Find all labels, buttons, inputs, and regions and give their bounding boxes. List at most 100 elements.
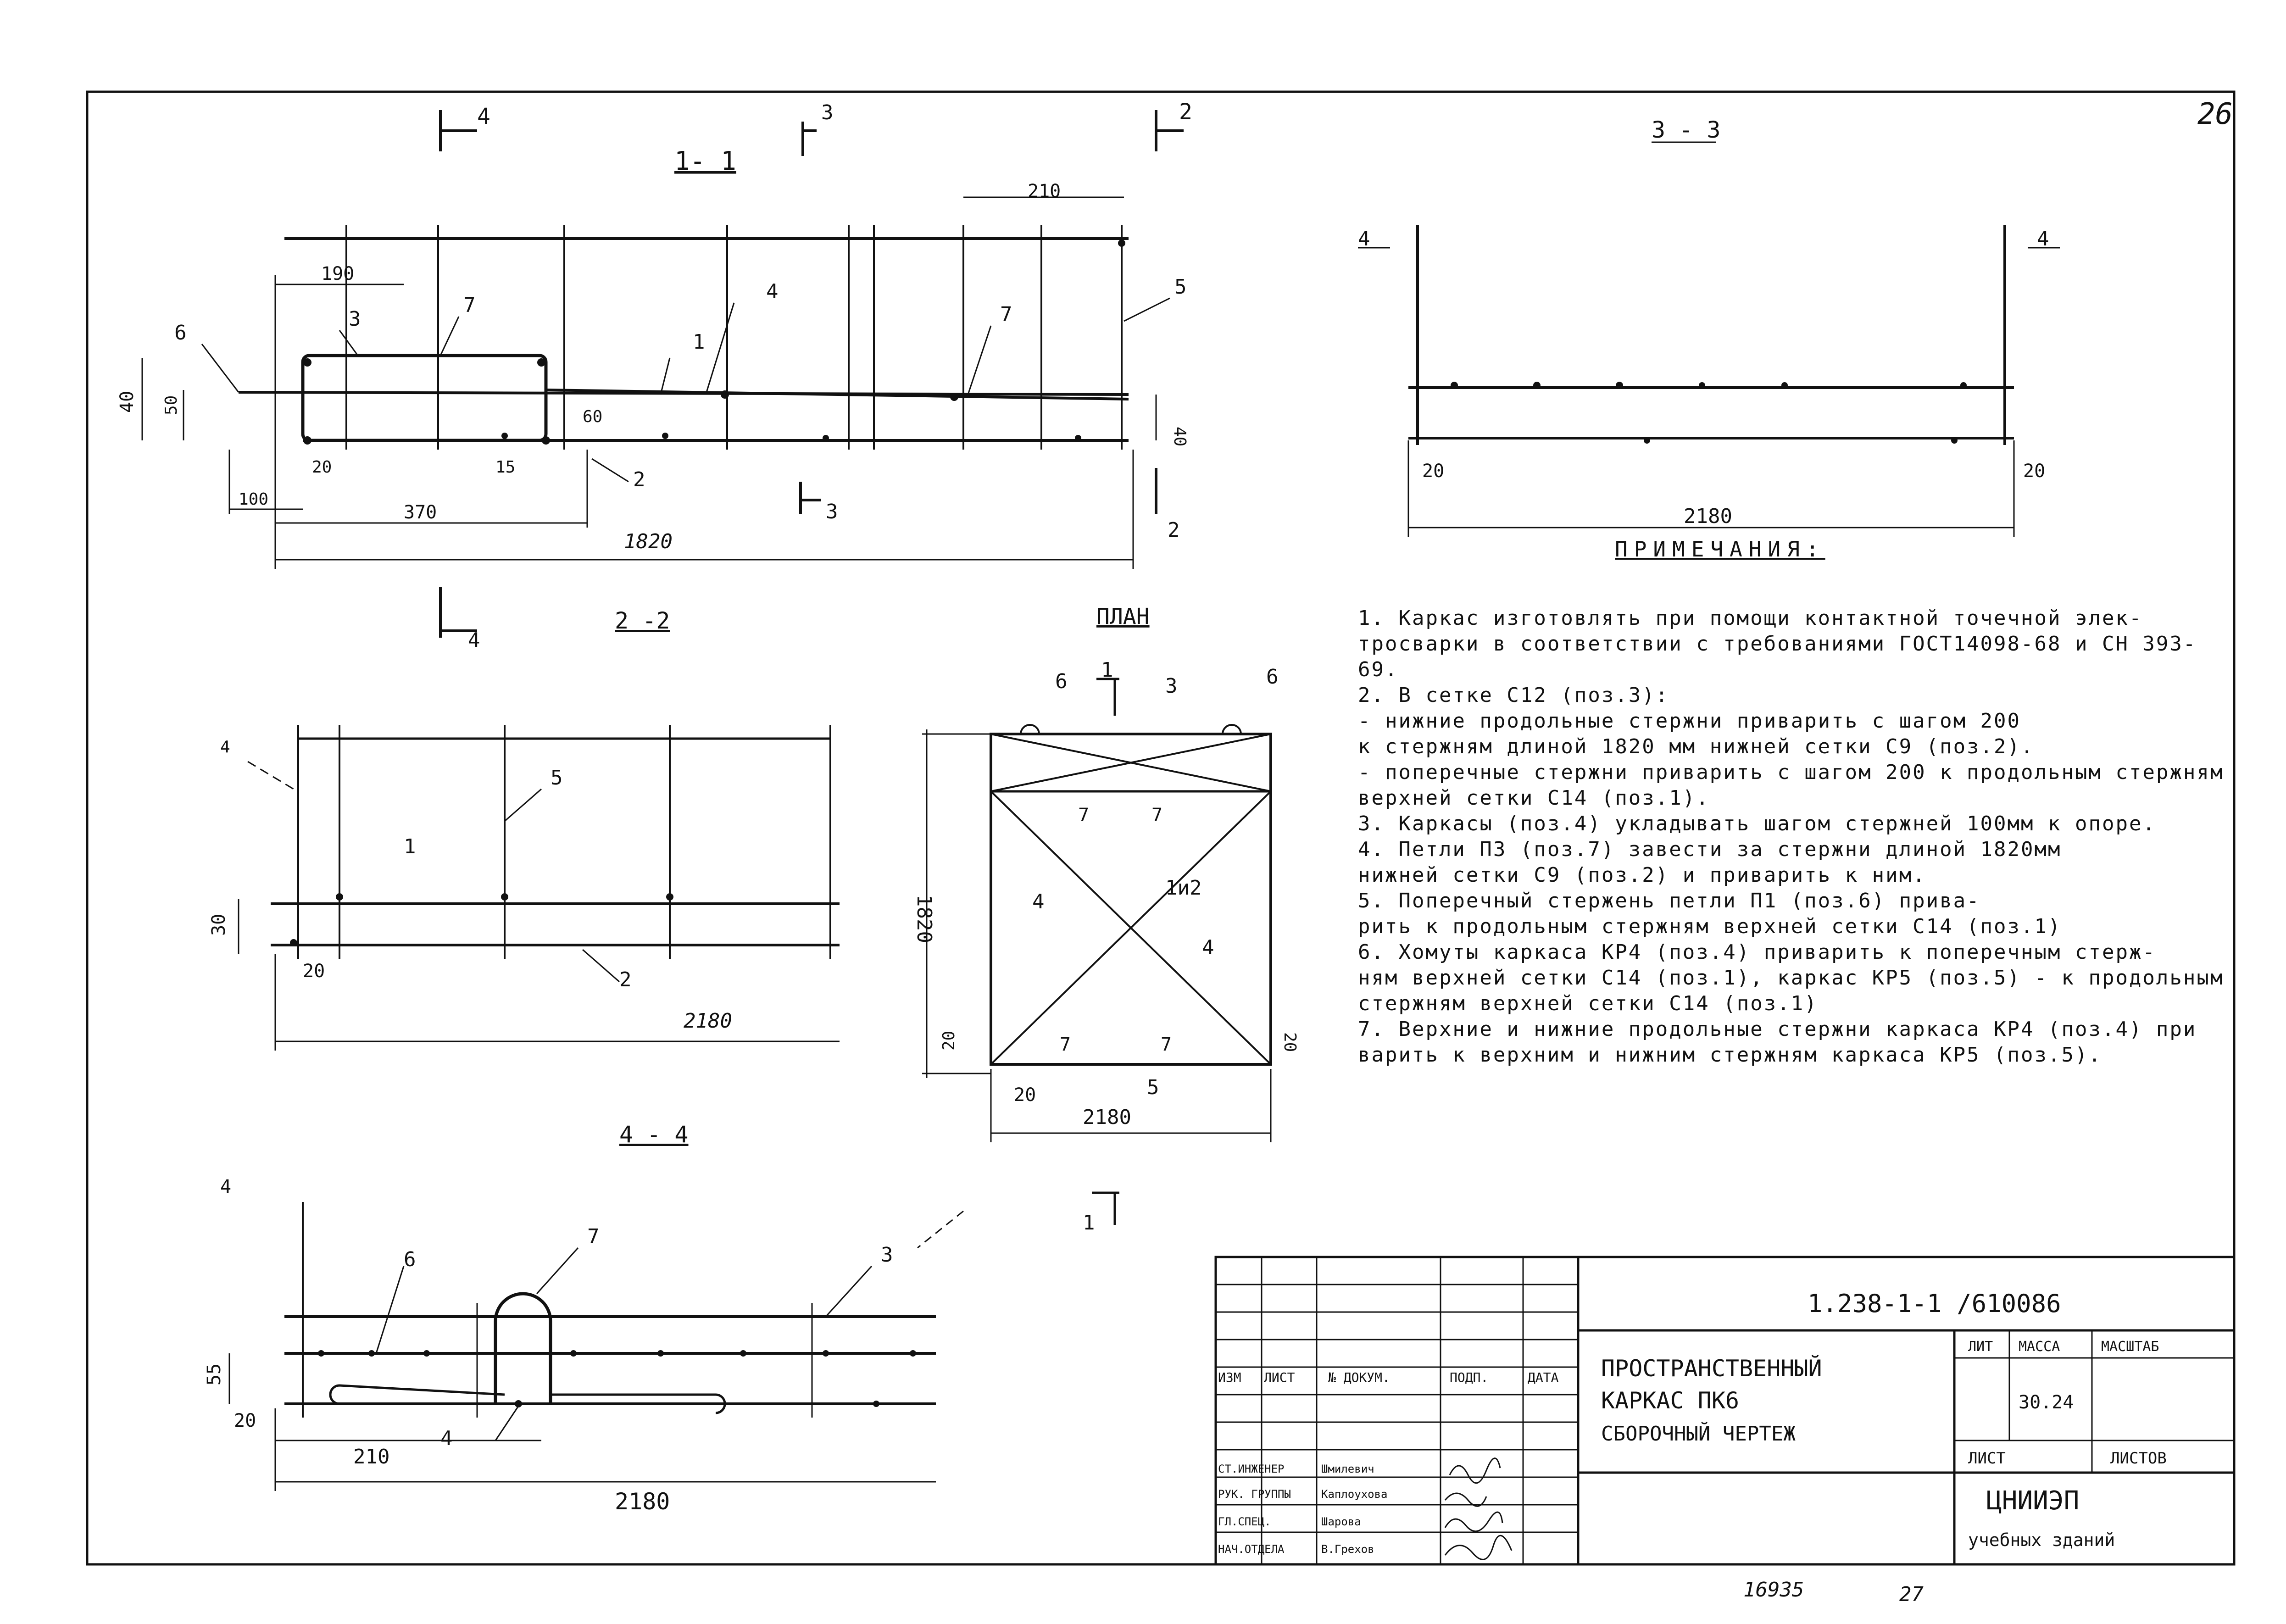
dim-20: 20 [234, 1410, 256, 1431]
section-3-3-title: 3 - 3 [1652, 117, 1721, 143]
cut-mark-label: 4 [468, 628, 480, 652]
notes-heading: ПРИМЕЧАНИЯ: [1615, 537, 1825, 562]
dim-20: 20 [312, 458, 332, 477]
role: РУК. ГРУППЫ [1218, 1488, 1291, 1501]
doc-title-line2: КАРКАС ПК6 [1601, 1387, 1739, 1414]
dim-20: 20 [1280, 1032, 1299, 1052]
note-line: 3. Каркасы (поз.4) укладывать шагом стер… [1358, 812, 2156, 835]
note-line: - нижние продольные стержни приварить с … [1358, 709, 2021, 733]
dim-20: 20 [1422, 461, 1444, 482]
page-number: 26 [2197, 97, 2233, 131]
dim-30: 30 [208, 914, 229, 936]
title-block-col-headers: ИЗМ ЛИСТ № ДОКУМ. ПОДП. ДАТА [1218, 1370, 1559, 1385]
pos-label: 3 [349, 307, 361, 331]
dim-40-right: 40 [1170, 427, 1189, 446]
note-line: нижней сетки С9 (поз.2) и приварить к ни… [1358, 863, 1926, 887]
pos-label: 7 [587, 1225, 600, 1248]
pos-label: 4 [220, 738, 230, 756]
section-2-2 [238, 725, 840, 1051]
pos-label: 6 [404, 1248, 416, 1271]
note-line: 5. Поперечный стержень петли П1 (поз.6) … [1358, 889, 1980, 912]
dim-1820: 1820 [624, 530, 673, 553]
pos-label: 6 [174, 321, 187, 345]
pos-label: 4 [220, 1176, 231, 1197]
note-line: тросварки в соответствии с требованиями … [1358, 632, 2197, 681]
signatures [1444, 1457, 1513, 1560]
pos-label: 4 [1202, 936, 1214, 959]
section-1-1-title: 1- 1 [674, 146, 736, 176]
mass-value: 30.24 [2019, 1392, 2074, 1413]
note-line: 2. В сетке С12 (поз.3): [1358, 684, 1669, 707]
pos-label: 5 [1174, 275, 1187, 299]
note-line: 6. Хомуты каркаса КР4 (поз.4) приварить … [1358, 940, 2156, 964]
note-line: рить к продольным стержням верхней сетки… [1358, 915, 2062, 938]
cut-mark-label: 4 [477, 104, 490, 129]
note-line: верхней сетки С14 (поз.1). [1358, 786, 1710, 810]
pos-label: 6 [1055, 670, 1068, 693]
dim-40: 40 [117, 391, 138, 413]
doc-title-line1: ПРОСТРАНСТВЕННЫЙ [1601, 1355, 1822, 1382]
pos-label: 7 [1000, 303, 1012, 326]
section-1-1-dots [303, 239, 1125, 445]
dim-210: 210 [353, 1445, 389, 1468]
section-1-1-position-labels: 6 3 7 4 1 2 7 5 [174, 275, 1187, 491]
pos-label: 7 [1060, 1034, 1071, 1055]
note-line: 1. Каркас изготовлять при помощи контакт… [1358, 606, 2143, 630]
pos-label: 7 [1078, 805, 1089, 826]
pos-label: 4 [440, 1427, 453, 1450]
pos-label: 7 [463, 294, 476, 317]
stage-header: ЛИТ [1968, 1339, 1993, 1355]
dim-2180: 2180 [615, 1488, 670, 1515]
section-4-4-dots [318, 1350, 916, 1407]
note-line: 7. Верхние и нижние продольные стержни к… [1358, 1018, 2197, 1041]
dim-210: 210 [1028, 181, 1061, 202]
doc-title-line3: СБОРОЧНЫЙ ЧЕРТЕЖ [1601, 1421, 1796, 1446]
pos-label: 1 [693, 330, 705, 354]
dim-20: 20 [940, 1031, 958, 1051]
col-header: ДАТА [1528, 1370, 1559, 1385]
cut-mark-label: 2 [1168, 518, 1180, 542]
plan-title: ПЛАН [1096, 604, 1150, 629]
plan-view [922, 678, 1272, 1225]
note-line: к стержням длиной 1820 мм нижней сетки С… [1358, 735, 2035, 758]
notes-list: 1. Каркас изготовлять при помощи контакт… [1358, 606, 2230, 1068]
cut-mark-label: 4 [1358, 227, 1370, 250]
pos-label: 7 [1151, 805, 1162, 826]
pos-label: 2 [633, 468, 645, 491]
section-3-3-dots [1451, 382, 1967, 444]
pos-label: 4 [1032, 890, 1045, 913]
col-header: ЛИСТ [1264, 1370, 1295, 1385]
note-line: ням верхней сетки С14 (поз.1), каркас КР… [1358, 966, 2224, 990]
sheet-header: ЛИСТ [1968, 1449, 2006, 1468]
section-1-1 [141, 110, 1184, 638]
dim-20: 20 [303, 961, 325, 982]
pos-label: 2 [619, 968, 632, 991]
dim-15: 15 [495, 458, 515, 477]
dim-60: 60 [583, 407, 602, 426]
note-line: - поперечные стержни приварить с шагом 2… [1358, 761, 2224, 784]
section-2-2-title: 2 -2 [615, 607, 670, 634]
cut-mark-label: 2 [1179, 99, 1192, 125]
person-name: Каплоухова [1321, 1488, 1388, 1501]
dim-20: 20 [2023, 461, 2045, 482]
org-sub: учебных зданий [1968, 1530, 2115, 1550]
dim-55: 55 [204, 1363, 225, 1385]
note-line: варить к верхним и нижним стержням карка… [1358, 1043, 2102, 1067]
role: НАЧ.ОТДЕЛА [1218, 1543, 1285, 1556]
dim-2180: 2180 [1083, 1106, 1131, 1129]
pos-label: 3 [1165, 674, 1178, 698]
pos-label: 7 [1161, 1034, 1172, 1055]
dim-50: 50 [162, 395, 181, 415]
section-4-4 [228, 1202, 964, 1491]
sheet-frame [86, 90, 2236, 1566]
person-name: Шарова [1321, 1515, 1361, 1528]
role: ГЛ.СПЕЦ. [1218, 1515, 1271, 1528]
dim-190: 190 [321, 263, 354, 284]
role: СТ.ИНЖЕНЕР [1218, 1463, 1285, 1475]
note-line: 4. Петли П3 (поз.7) завести за стержни д… [1358, 838, 2062, 861]
title-block-roles: СТ.ИНЖЕНЕР РУК. ГРУППЫ ГЛ.СПЕЦ. НАЧ.ОТДЕ… [1218, 1463, 1388, 1556]
note-line: стержням верхней сетки С14 (поз.1) [1358, 992, 1818, 1015]
section-4-4-title: 4 - 4 [619, 1121, 689, 1148]
col-header: ПОДП. [1450, 1370, 1488, 1385]
